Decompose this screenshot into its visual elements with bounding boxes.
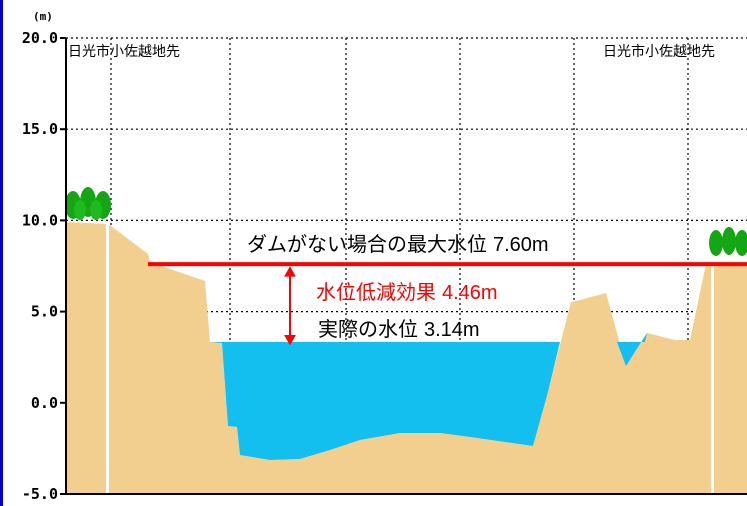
arrow-head-up: [284, 266, 296, 277]
location-label-left: 日光市小佐越地先: [68, 43, 180, 60]
river-water-right: [617, 333, 647, 366]
tree-icon: [65, 187, 111, 220]
tree-icon: [709, 227, 747, 256]
location-label-right: 日光市小佐越地先: [603, 43, 715, 60]
y-tick-label: 15.0: [22, 120, 58, 138]
y-tick-label: -5.0: [22, 485, 58, 503]
unit-label: (m): [33, 10, 53, 23]
reduction-value: 4.46m: [442, 282, 498, 304]
actual-level-label: 実際の水位: [318, 318, 418, 341]
max-level-value: 7.60m: [493, 234, 549, 256]
reduction-label: 水位低減効果: [316, 281, 436, 304]
actual-level-annotation: 実際の水位 3.14m: [318, 318, 480, 341]
right-bank-post: [711, 262, 714, 494]
y-tick-label: 5.0: [31, 303, 58, 321]
reduction-annotation: 水位低減効果 4.46m: [316, 281, 498, 304]
y-tick-label: 20.0: [22, 29, 58, 47]
arrow-head-down: [284, 335, 296, 346]
left-bank-post: [106, 222, 109, 494]
riverbed-ground: [66, 222, 747, 494]
y-tick-label: 10.0: [22, 211, 58, 229]
y-tick-label: 0.0: [31, 394, 58, 412]
frame-border: [0, 0, 3, 506]
max-level-annotation: ダムがない場合の最大水位 7.60m: [247, 233, 549, 256]
river-water: [210, 342, 560, 460]
y-ticks: 20.0 15.0 10.0 5.0 0.0 -5.0: [22, 29, 66, 503]
max-level-label: ダムがない場合の最大水位: [247, 233, 487, 256]
reduction-arrow: [284, 266, 296, 346]
actual-level-value: 3.14m: [424, 319, 480, 341]
